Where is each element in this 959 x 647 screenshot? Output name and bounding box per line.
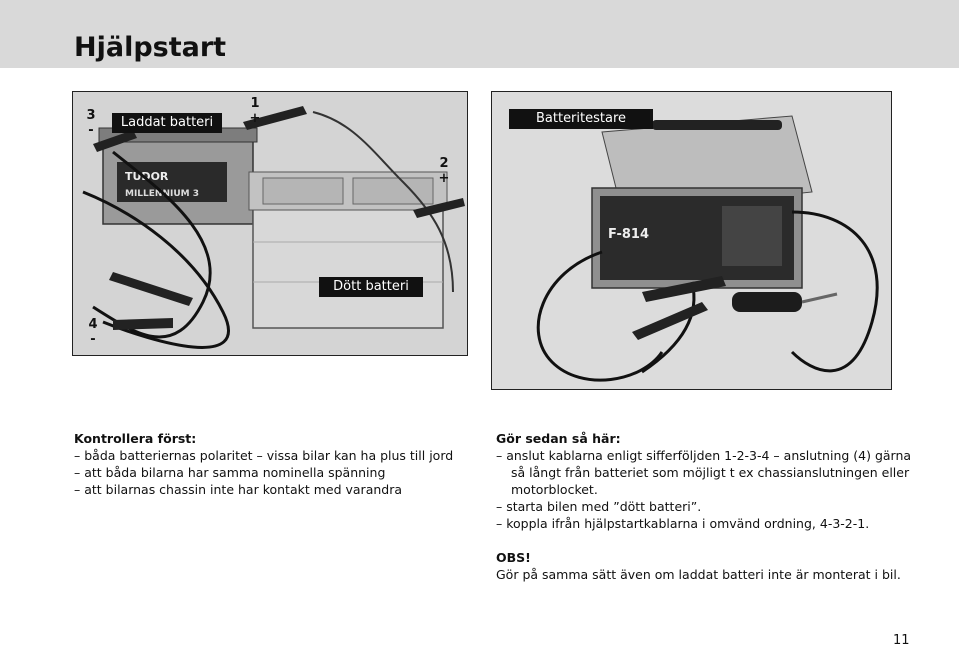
charged-battery-label: Laddat batteri <box>112 113 222 133</box>
header-band <box>0 0 959 68</box>
jump-start-photo: TUDOR MILLENNIUM 3 Laddat batteri Dött b… <box>72 91 468 356</box>
obs-heading: OBS! <box>496 550 531 565</box>
dead-battery-label: Dött batteri <box>319 277 423 297</box>
instruction-start: – starta bilen med ”dött batteri”. <box>496 499 702 514</box>
tester-illustration: F-814 <box>492 92 891 389</box>
check-line-voltage: – att båda bilarna har samma nominella s… <box>74 465 386 480</box>
battery-brand-text: TUDOR <box>125 170 169 183</box>
check-first-heading: Kontrollera först: <box>74 431 197 446</box>
battery-tester-photo: F-814 Batteritestare <box>491 91 892 390</box>
check-line-chassis: – att bilarnas chassin inte har kontakt … <box>74 482 403 497</box>
terminal-4-label: 4 - <box>88 317 98 347</box>
obs-text: Gör på samma sätt även om laddat batteri… <box>496 567 901 582</box>
terminal-2-label: 2 + <box>438 156 450 186</box>
check-first-section: Kontrollera först: – båda batteriernas p… <box>74 430 474 498</box>
page-number: 11 <box>893 633 910 647</box>
instructions-section: Gör sedan så här: – anslut kablarna enli… <box>496 430 916 583</box>
instruction-connect-cont-2: motorblocket. <box>511 482 598 497</box>
instruction-disconnect: – koppla ifrån hjälpstartkablarna i omvä… <box>496 516 870 531</box>
terminal-3-label: 3 - <box>86 108 96 138</box>
battery-tester-label: Batteritestare <box>509 109 653 129</box>
page-title: Hjälpstart <box>74 32 227 63</box>
instructions-heading: Gör sedan så här: <box>496 431 621 446</box>
instruction-connect: – anslut kablarna enligt sifferföljden 1… <box>496 448 912 463</box>
device-model-text: F-814 <box>608 227 649 242</box>
check-line-polarity: – båda batteriernas polaritet – vissa bi… <box>74 448 454 463</box>
terminal-1-label: 1 + <box>249 96 261 126</box>
instruction-connect-cont: så långt från batteriet som möjligt t ex… <box>511 465 910 480</box>
